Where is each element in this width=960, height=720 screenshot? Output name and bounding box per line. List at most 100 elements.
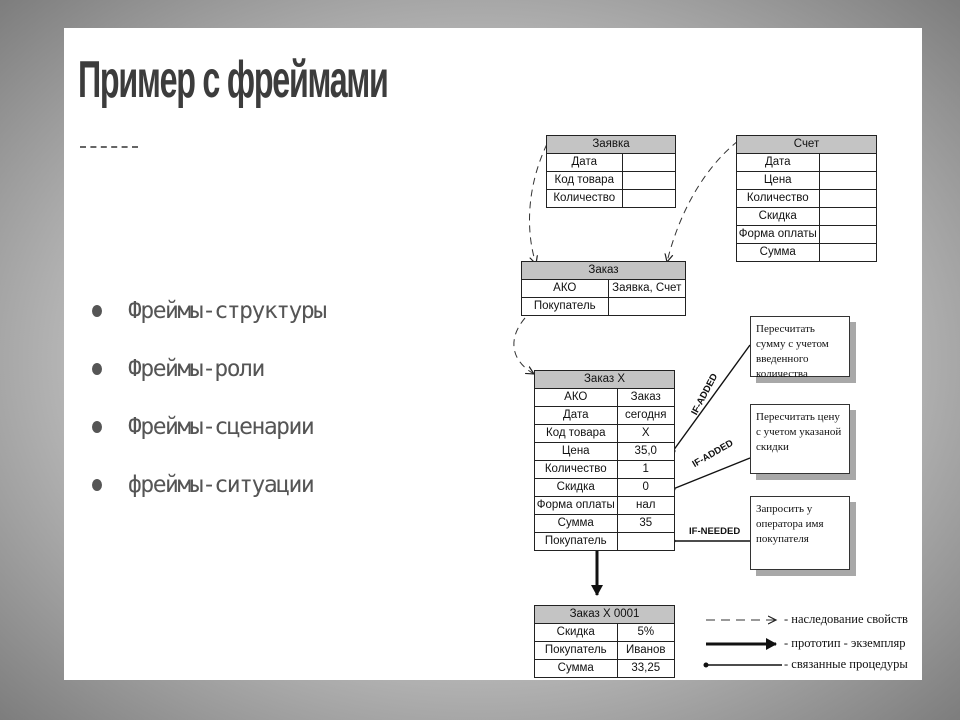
slot-value [819,207,876,226]
frame-schet: Счет Дата Цена Количество Скидка Форма о… [736,135,877,262]
slot-name: Дата [547,154,623,172]
slot-value [617,532,674,550]
slot-name: Покупатель [535,532,618,550]
slot-name: Покупатель [522,297,609,315]
slot-value [819,243,876,261]
frame-title: Заявка [547,136,675,154]
slot-value [819,225,876,244]
bullet-item: фреймы-ситуации [90,470,326,528]
bullet-dot-icon [92,363,102,375]
slot-value [819,189,876,208]
inheritance-arrow [529,143,548,264]
procedure-note: Запросить у оператора имя покупателя [750,496,850,570]
slot-name: Дата [535,406,618,425]
frame-title: Заказ X [535,371,674,389]
slot-value: 1 [617,460,674,479]
frame-row: Количество [547,189,675,207]
bullet-list: Фреймы-структуры Фреймы-роли Фреймы-сцен… [90,296,327,528]
slot-name: Форма оплаты [737,225,820,244]
inheritance-arrow [513,317,534,374]
frame-row: Сумма [737,243,876,261]
slot-value: сегодня [617,406,674,425]
frame-zayavka: Заявка Дата Код товара Количество [546,135,676,208]
procedure-link [672,457,751,490]
slot-value [622,171,675,190]
slot-name: Дата [737,154,820,172]
slot-name: Количество [547,189,623,207]
slot-value: Заявка, Счет [612,282,682,294]
frame-row: АКО Заказ [535,389,674,407]
legend-linked-procedures: - связанные процедуры [784,657,908,671]
edge-label-if-needed: IF-NEEDED [689,526,741,537]
slot-name: Скидка [535,478,618,497]
frame-row: Скидка [737,207,876,226]
bullet-dot-icon [92,305,102,317]
frame-row: Количество [737,189,876,208]
inheritance-arrow [667,140,739,262]
slot-name: Скидка [737,207,820,226]
slot-name: Количество [535,460,618,479]
slot-name: Покупатель [535,641,618,660]
slot-name: Код товара [535,424,618,443]
slot-value: 5% [637,626,655,638]
slot-name: АКО [535,389,618,407]
bullet-item: Фреймы-структуры [90,296,327,354]
frame-row: Дата [547,154,675,172]
frame-title: Заказ [522,262,685,280]
slot-name: Цена [737,171,820,190]
frame-row: Покупатель [522,297,685,315]
frame-title: Заказ X 0001 [535,606,674,624]
frame-row: Скидка 5% [535,624,674,642]
bullet-dot-icon [92,421,102,433]
title-underline [80,146,138,148]
slot-name: Сумма [535,514,618,533]
slot-value: 0 [617,478,674,497]
slot-value [819,171,876,190]
legend-prototype-instance: - прототип - экземпляр [784,636,906,650]
slot-value [608,297,685,315]
slot-value: Заказ [630,391,661,403]
slot-value: нал [617,496,674,515]
frame-row: Покупатель [535,532,674,550]
slot-value [622,189,675,207]
slot-name: Цена [535,442,618,461]
slide: Пример с фреймами Фреймы-структуры Фрейм… [64,28,922,680]
slot-value: 33,25 [617,659,674,677]
slot-value [622,154,675,172]
slot-value: X [617,424,674,443]
frame-row: Форма оплаты [737,225,876,244]
frame-row: Код товара [547,171,675,190]
slot-name: Форма оплаты [535,496,618,515]
slot-value: 35 [617,514,674,533]
slot-name: Сумма [737,243,820,261]
slot-value: 35,0 [617,442,674,461]
slot-value: Иванов [617,641,674,660]
frame-row: Дата [737,154,876,172]
procedure-link [672,344,751,452]
slot-name: АКО [522,280,609,298]
slide-title: Пример с фреймами [78,51,389,109]
slot-name: Скидка [535,624,618,642]
slot-name: Сумма [535,659,618,677]
slot-name: Количество [737,189,820,208]
slot-value [819,154,876,172]
bullet-item: Фреймы-роли [90,354,326,412]
bullet-dot-icon [92,479,102,491]
bullet-item: Фреймы-сценарии [90,412,326,470]
slot-name: Код товара [547,171,623,190]
frame-title: Счет [737,136,876,154]
frame-row: Цена [737,171,876,190]
procedure-note: Пересчитать цену с учетом указаной скидк… [750,404,850,474]
